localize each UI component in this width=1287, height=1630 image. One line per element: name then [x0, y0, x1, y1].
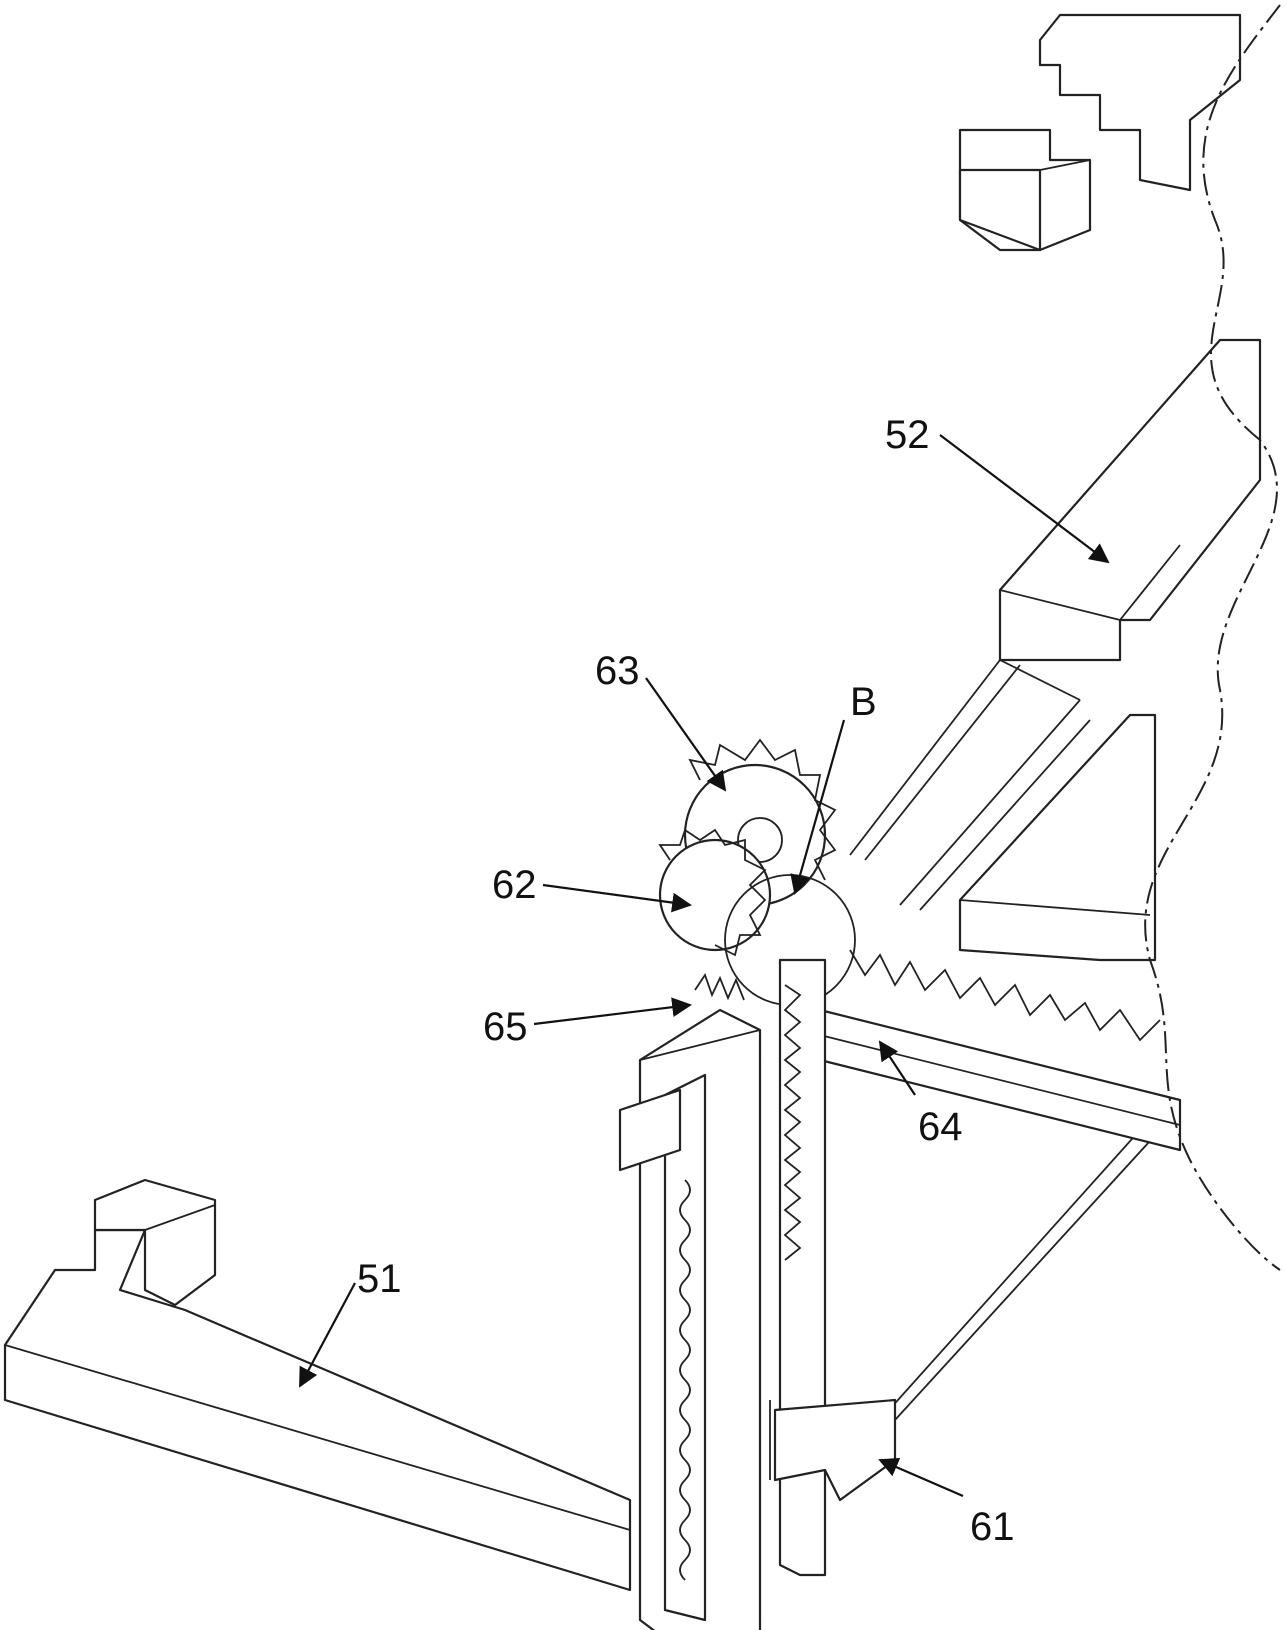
callout-labels: 52 63 B 62 65 64 51 61 — [357, 413, 1015, 1549]
frame-51 — [3, 1178, 632, 1592]
callout-63: 63 — [595, 649, 640, 693]
vertical-rack — [769, 958, 897, 1577]
callout-52: 52 — [885, 413, 930, 457]
spring-65 — [694, 972, 745, 1001]
callout-62: 62 — [492, 863, 537, 907]
rack-64 — [818, 949, 1182, 1152]
leader-lines — [299, 434, 1110, 1498]
callout-b: B — [850, 680, 877, 724]
callout-64: 64 — [918, 1105, 963, 1149]
vertical-post — [618, 1008, 762, 1630]
guide-rails — [849, 659, 1161, 1421]
gear-62 — [658, 828, 772, 957]
callout-61: 61 — [970, 1505, 1015, 1549]
coil-spring-column — [679, 1179, 691, 1581]
top-t-block — [958, 13, 1242, 252]
frame-52 — [958, 338, 1262, 962]
callout-51: 51 — [357, 1257, 402, 1301]
break-line — [1144, 4, 1281, 1271]
callout-65: 65 — [483, 1005, 528, 1049]
